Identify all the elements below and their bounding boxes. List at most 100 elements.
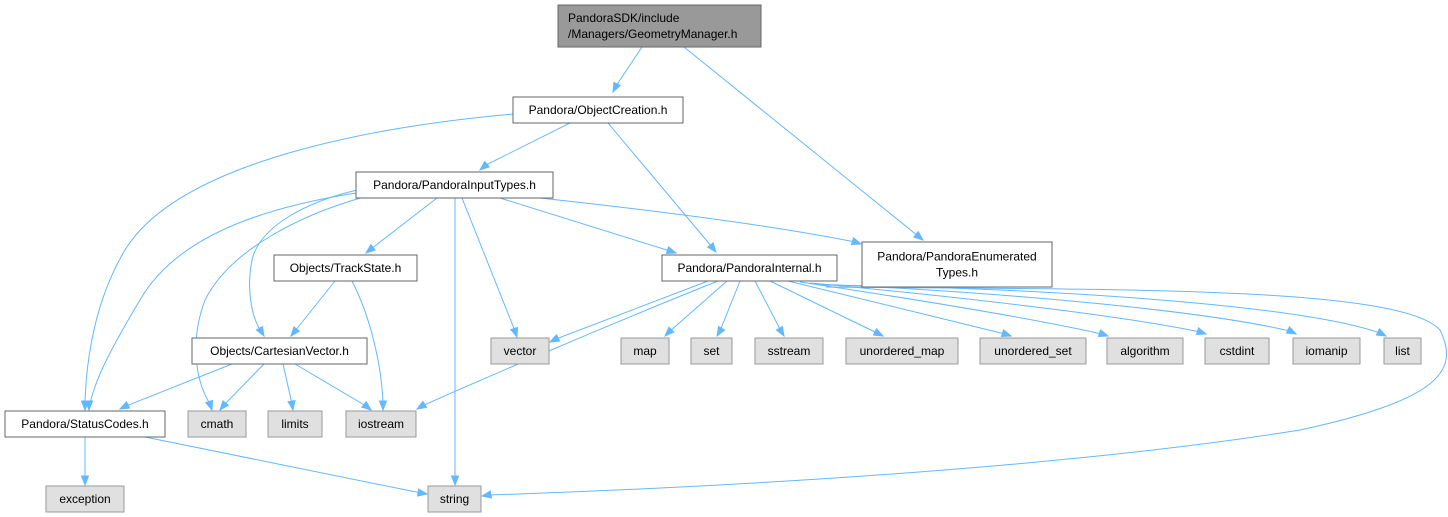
arrowhead-icon	[1097, 328, 1110, 338]
arrowhead-icon	[716, 325, 726, 338]
node-label: map	[633, 344, 657, 358]
arrowhead-icon	[255, 325, 265, 338]
node-sstream: sstream	[754, 337, 824, 365]
node-label: string	[440, 492, 469, 506]
node-box	[427, 485, 482, 513]
edge-line	[421, 280, 719, 407]
edge-line	[799, 281, 1103, 335]
edge-inputtypes-to-string	[450, 198, 460, 487]
edge-inputtypes-to-enumerated	[539, 197, 863, 246]
edge-line	[282, 363, 293, 405]
node-label: Objects/CartesianVector.h	[210, 344, 349, 358]
arrowhead-icon	[612, 81, 622, 94]
arrowhead-icon	[219, 399, 230, 412]
arrowhead-icon	[287, 399, 296, 412]
arrowhead-icon	[204, 399, 214, 412]
arrowhead-icon	[1195, 326, 1208, 336]
edge-internal-to-string	[480, 286, 1448, 499]
node-vector: vector	[490, 337, 550, 365]
edge-line	[809, 282, 1201, 333]
node-label: exception	[59, 492, 110, 506]
edge-line	[539, 197, 856, 243]
node-label: Objects/TrackState.h	[290, 261, 402, 275]
node-objectcreation[interactable]: Pandora/ObjectCreation.h	[512, 96, 684, 124]
node-iostream: iostream	[345, 410, 417, 438]
arrowhead-icon	[378, 400, 388, 412]
edge-line	[249, 188, 363, 332]
node-box	[512, 96, 684, 124]
node-label: Pandora/PandoraInputTypes.h	[373, 178, 536, 192]
node-box	[490, 337, 550, 365]
edge-internal-to-cstdint	[809, 282, 1208, 336]
edges-layer	[80, 46, 1448, 499]
edge-cartesian-to-cmath	[219, 363, 265, 412]
node-box	[557, 4, 762, 48]
node-root[interactable]: PandoraSDK/include/Managers/GeometryMana…	[557, 4, 762, 48]
arrowhead-icon	[450, 475, 460, 487]
node-label: cmath	[201, 417, 234, 431]
arrowhead-icon	[664, 326, 675, 337]
edge-statuscodes-to-exception	[80, 437, 90, 487]
edge-inputtypes-to-cartesian	[249, 188, 363, 338]
node-algorithm: algorithm	[1106, 337, 1184, 365]
node-label: Pandora/PandoraInternal.h	[677, 261, 821, 275]
node-label: limits	[281, 417, 308, 431]
node-internal[interactable]: Pandora/PandoraInternal.h	[661, 254, 838, 282]
edge-line	[769, 280, 878, 334]
node-label: sstream	[768, 344, 811, 358]
arrowhead-icon	[912, 230, 925, 241]
node-unordered-set: unordered_set	[979, 337, 1087, 365]
node-box	[1292, 337, 1361, 365]
arrowhead-icon	[360, 400, 373, 411]
node-label: cstdint	[1220, 344, 1255, 358]
node-box	[861, 241, 1053, 288]
arrowhead-icon	[1285, 325, 1298, 335]
edge-internal-to-unordered_map	[769, 280, 885, 337]
edge-internal-to-map	[664, 280, 728, 337]
edge-internal-to-iostream	[415, 280, 719, 410]
arrowhead-icon	[1375, 327, 1388, 337]
arrowhead-icon	[416, 488, 429, 497]
node-label: Pandora/StatusCodes.h	[21, 417, 148, 431]
arrowhead-icon	[775, 325, 785, 338]
edge-objectcreation-to-internal	[607, 122, 717, 254]
edge-statuscodes-to-string	[144, 436, 429, 497]
edge-inputtypes-to-statuscodes	[84, 192, 357, 412]
node-map: map	[620, 337, 670, 365]
node-cmath: cmath	[187, 410, 247, 438]
arrowhead-icon	[872, 327, 885, 337]
edge-line	[487, 286, 1448, 496]
node-label: Pandora/ObjectCreation.h	[529, 103, 668, 117]
edge-inputtypes-to-vector	[461, 197, 519, 339]
node-inputtypes[interactable]: Pandora/PandoraInputTypes.h	[355, 171, 554, 199]
edge-line	[485, 122, 571, 166]
arrowhead-icon	[478, 160, 491, 171]
node-statuscodes[interactable]: Pandora/StatusCodes.h	[4, 410, 166, 438]
edge-cartesian-to-iostream	[294, 363, 373, 411]
node-box	[690, 337, 733, 365]
arrowhead-icon	[850, 236, 863, 246]
node-box	[1106, 337, 1184, 365]
node-label: /Managers/GeometryManager.h	[568, 27, 737, 41]
node-label: PandoraSDK/include	[568, 11, 680, 25]
arrowhead-icon	[290, 325, 301, 338]
node-box	[267, 410, 323, 438]
edge-root-to-objectcreation	[612, 46, 643, 94]
edge-trackstate-to-iostream	[351, 280, 388, 412]
arrowhead-icon	[548, 333, 561, 343]
edge-line	[555, 280, 709, 340]
node-limits: limits	[267, 410, 323, 438]
node-box	[1383, 337, 1422, 365]
arrowhead-icon	[415, 400, 428, 410]
edge-line	[787, 280, 1006, 335]
node-label: unordered_map	[860, 344, 945, 358]
node-box	[191, 337, 368, 365]
node-box	[754, 337, 824, 365]
arrowhead-icon	[1000, 328, 1013, 338]
node-trackstate[interactable]: Objects/TrackState.h	[273, 254, 418, 282]
edge-line	[351, 280, 384, 405]
node-cartesian[interactable]: Objects/CartesianVector.h	[191, 337, 368, 365]
edge-line	[195, 196, 365, 405]
edge-inputtypes-to-cmath	[195, 196, 365, 412]
